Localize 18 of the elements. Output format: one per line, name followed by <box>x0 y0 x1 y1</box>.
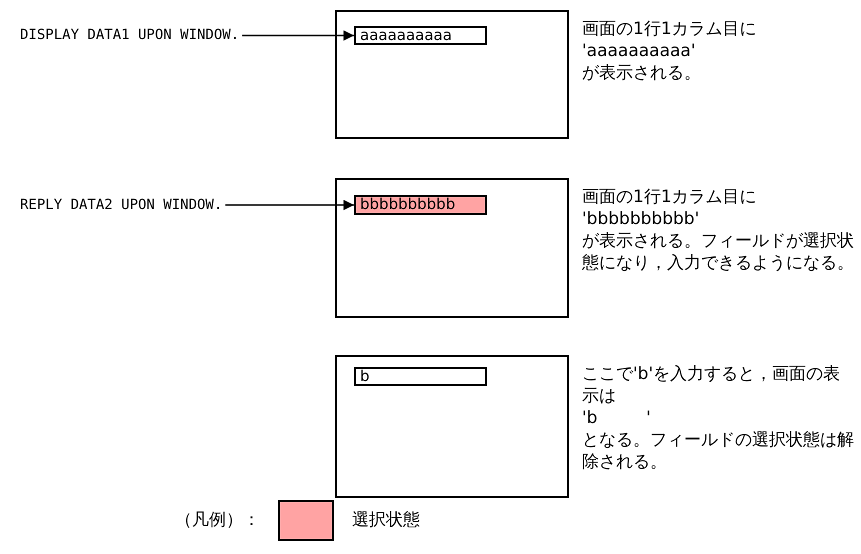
description-text: が表示される。 <box>582 62 702 84</box>
description-text: が表示される。フィールドが選択状態になり，入力できるようになる。 <box>582 230 855 274</box>
screen-field: aaaaaaaaaa <box>354 26 487 45</box>
description-text: 'b ' <box>582 407 652 429</box>
description-text: となる。フィールドの選択状態は解除される。 <box>582 429 855 473</box>
screen-field: b <box>354 367 487 386</box>
description-text: 画面の1行1カラム目に <box>582 186 758 208</box>
legend-title: （凡例）： <box>175 509 260 531</box>
arrow <box>225 200 354 210</box>
description-text: 画面の1行1カラム目に <box>582 18 758 40</box>
description-text: 'bbbbbbbbbb' <box>582 208 700 230</box>
description-text: 'aaaaaaaaaa' <box>582 40 697 62</box>
screen-field: bbbbbbbbbb <box>354 195 487 215</box>
description-text: ここで'b'を入力すると，画面の表示は <box>582 363 842 407</box>
arrow <box>242 30 354 41</box>
legend-text: 選択状態 <box>352 509 420 531</box>
code-statement: DISPLAY DATA1 UPON WINDOW. <box>20 27 240 43</box>
code-statement: REPLY DATA2 UPON WINDOW. <box>20 197 222 213</box>
